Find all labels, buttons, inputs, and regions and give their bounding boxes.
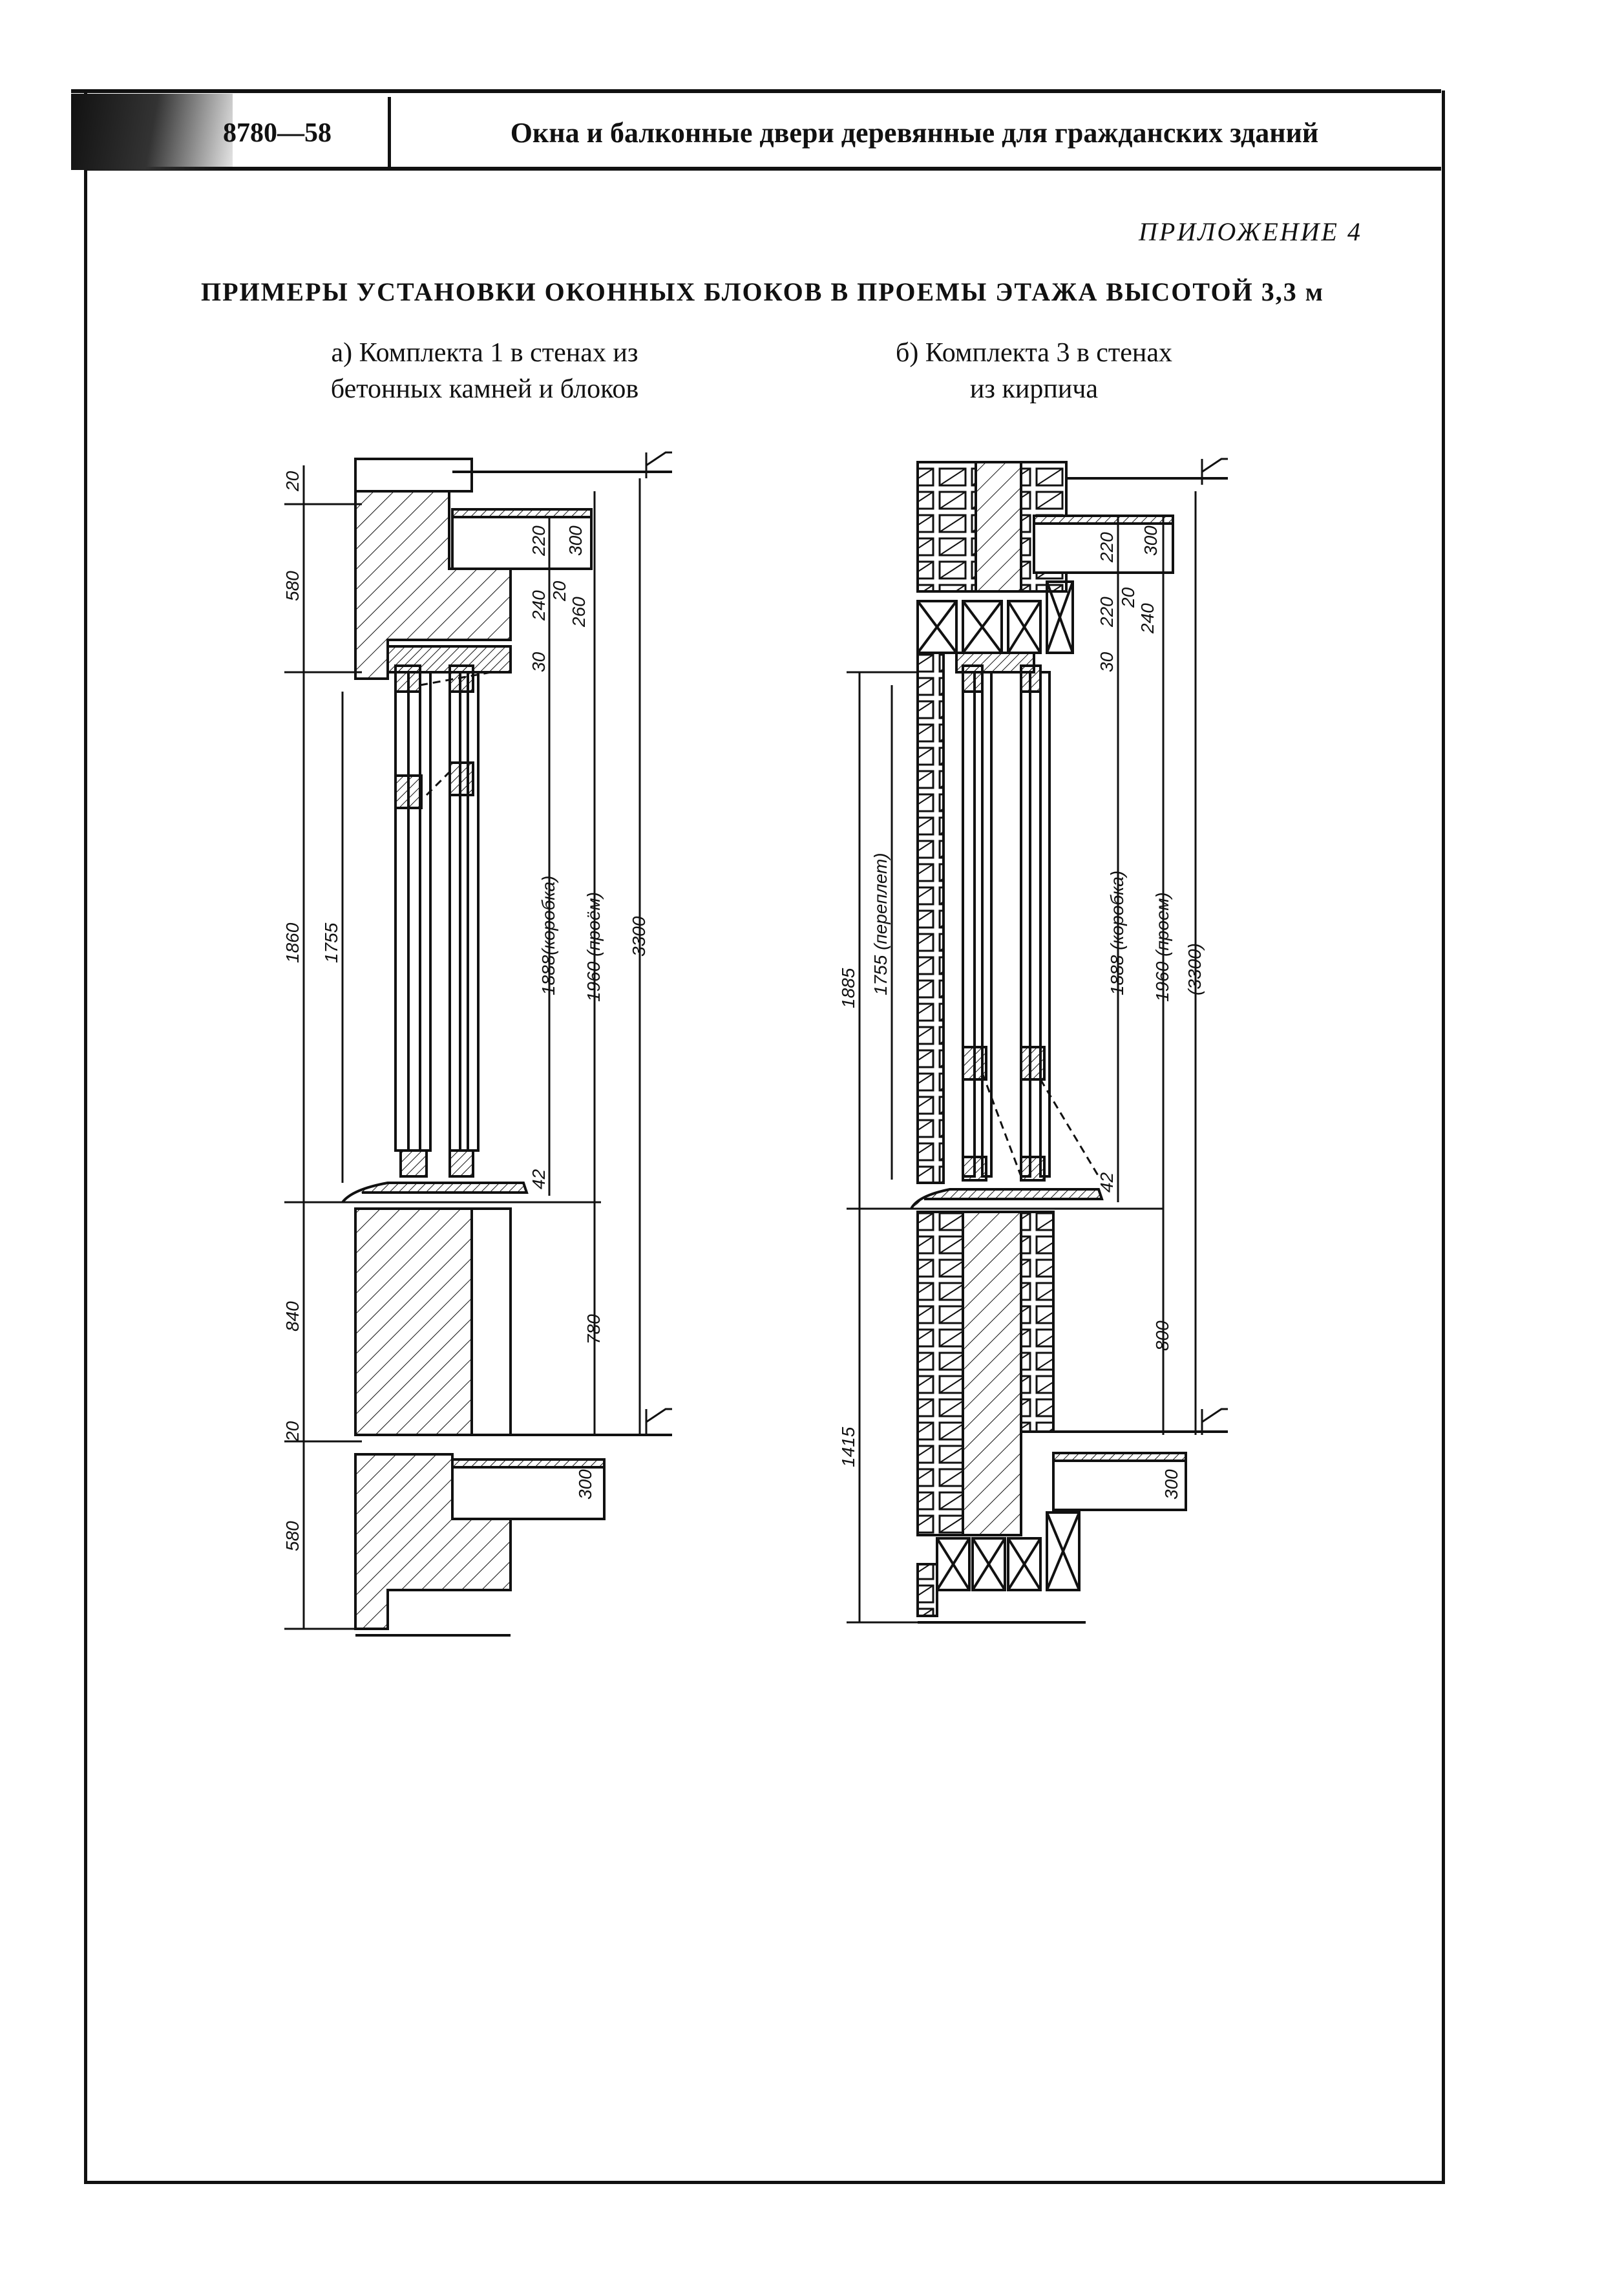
a-dim-1888: 1888(коробка) [538,876,558,995]
a-dim-300-top: 300 [565,525,585,556]
a-sill [341,1182,529,1204]
b-top-slab [1033,515,1174,574]
caption-a-line2: бетонных камней и блоков [330,374,639,404]
a-top-slab [451,508,593,570]
caption-a: а) Комплекта 1 в стенах из бетонных камн… [258,335,711,407]
a-dim-220: 220 [529,525,549,557]
scan-smudge [71,94,233,170]
a-dim-580-top: 580 [282,571,302,601]
a-dim-30: 30 [529,652,549,672]
b-dim-30: 30 [1097,652,1117,672]
header-divider [388,97,391,167]
b-lower-brick [916,1211,964,1536]
b-dim-300-top: 300 [1141,525,1161,556]
drawing-b-dims: 1885 1755 (переплет) 1415 220 300 220 20… [838,525,1205,1500]
a-dim-3300: 3300 [629,916,649,957]
b-dim-20: 20 [1118,587,1138,608]
b-upper-brick [916,461,977,593]
caption-b: б) Комплекта 3 в стенах из кирпича [827,335,1241,407]
section-heading: ПРИМЕРЫ УСТАНОВКИ ОКОННЫХ БЛОКОВ В ПРОЕМ… [201,277,1324,306]
a-dim-840: 840 [282,1301,302,1331]
a-dim-1960: 1960 (проём) [584,892,604,1002]
a-dim-780: 780 [584,1314,604,1344]
b-sill [910,1188,1104,1210]
standard-code: 8780—58 [223,118,332,148]
a-upper-wall-top [354,458,473,493]
b-pier-brick [916,652,945,1184]
page-frame [84,90,1445,2184]
a-dim-240: 240 [529,590,549,621]
appendix-label: ПРИЛОЖЕНИЕ 4 [1139,217,1362,246]
drawing-a-dim-lines [284,465,641,1630]
b-dim-220-mid: 220 [1097,597,1117,628]
caption-a-line1: а) Комплекта 1 в стенах из [331,338,638,368]
b-dim-3300: (3300) [1185,943,1205,995]
a-dim-260: 260 [569,597,589,628]
b-dim-240: 240 [1137,603,1157,634]
caption-b-line1: б) Комплекта 3 в стенах [895,338,1173,368]
a-dim-42: 42 [529,1169,549,1189]
b-dim-1885: 1885 [838,968,858,1008]
a-dim-20-mid: 20 [549,580,569,602]
a-dim-1860: 1860 [282,922,302,963]
b-block-row-bottom [916,1511,1081,1617]
a-dim-580-bot: 580 [282,1521,302,1551]
b-dim-220-top: 220 [1097,532,1117,563]
b-bottom-slab [1052,1452,1187,1511]
a-bottom-wall [354,1453,512,1630]
b-dim-1755: 1755 (переплет) [870,853,891,995]
drawing-b-dim-lines [847,491,1197,1624]
a-dim-300-bot: 300 [575,1469,595,1500]
b-dim-800: 800 [1152,1321,1172,1351]
a-dim-20-bot: 20 [282,1421,302,1442]
a-lower-wall [354,1207,473,1436]
document-title: Окна и балконные двери деревянные для гр… [510,117,1319,149]
header-top-rule [71,89,1441,93]
drawing-b [910,458,1228,1624]
a-dim-1755: 1755 [321,922,341,963]
caption-b-line2: из кирпича [969,374,1099,404]
drawing-a [341,451,672,1637]
header-bottom-rule [84,167,1441,171]
b-dim-1960: 1960 (проем) [1152,892,1172,1002]
drawing-a-dims: 20 580 1860 1755 840 20 580 220 300 240 … [282,471,649,1551]
b-dim-1888: 1888 (коробка) [1107,871,1127,995]
b-dim-42: 42 [1097,1172,1117,1193]
b-dim-1415: 1415 [838,1427,858,1467]
b-dim-300-bot: 300 [1161,1469,1181,1500]
a-dim-20-top: 20 [282,471,302,492]
